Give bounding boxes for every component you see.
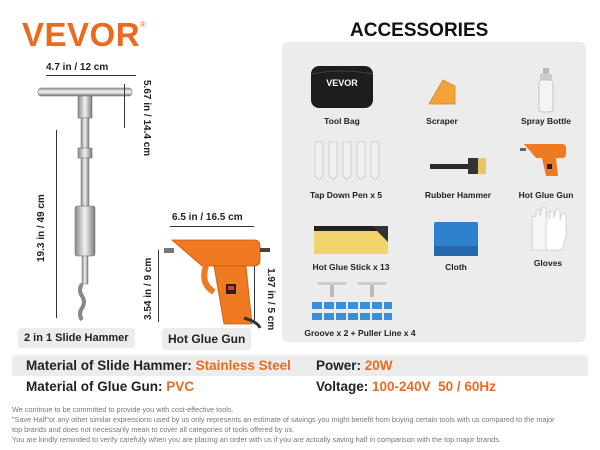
glue-gun-label: Hot Glue Gun	[162, 328, 252, 350]
brand-logo: VEVOR®	[22, 16, 146, 54]
spec-voltage: Voltage: 100-240V 50 / 60Hz	[316, 379, 496, 394]
spec-power-value: 20W	[364, 358, 393, 373]
accessory-scraper: Scraper	[412, 58, 472, 126]
accessory-gloves: Gloves	[510, 204, 586, 270]
slide-hammer-image	[37, 87, 133, 322]
gloves-icon	[531, 206, 567, 251]
spec-hammer-material-key: Material of Slide Hammer:	[26, 358, 192, 373]
spec-hammer-material: Material of Slide Hammer: Stainless Stee…	[26, 358, 291, 373]
gun-nozzle-dimension: 1.97 in / 5 cm	[265, 268, 276, 331]
glue-gun-icon	[520, 144, 566, 176]
spec-gun-material: Material of Glue Gun: PVC	[26, 379, 194, 394]
hammer-handle-line	[124, 84, 125, 128]
glue-stick-label: Hot Glue Stick x 13	[312, 262, 390, 272]
disclaimer-line-4: You are kindly reminded to verify carefu…	[12, 435, 501, 444]
accessory-tap-down-pen: Tap Down Pen x 5	[296, 134, 396, 202]
spec-row-2: Material of Glue Gun: PVC Voltage: 100-2…	[12, 376, 588, 398]
disclaimer-line-1: We continue to be committed to provide y…	[12, 405, 234, 414]
accessory-spray-bottle: Spray Bottle	[510, 58, 582, 126]
accessory-puller-tabs: Groove x 2 + Puller Line x 4	[296, 276, 426, 338]
tool-bag-icon	[310, 66, 374, 108]
gun-nozzle-line	[254, 266, 255, 324]
hammer-length-line	[56, 130, 57, 318]
registered-mark: ®	[140, 20, 147, 29]
scraper-icon	[428, 79, 456, 105]
disclaimer-line-2: "Save Half"or any other similar expressi…	[12, 415, 555, 424]
accessory-tool-bag: VEVOR Tool Bag	[296, 58, 388, 126]
puller-tab-icon	[312, 282, 392, 320]
accessory-rubber-hammer: Rubber Hammer	[410, 134, 506, 202]
tool-bag-brand: VEVOR	[326, 78, 358, 88]
slide-hammer-label: 2 in 1 Slide Hammer	[18, 328, 135, 348]
tap-down-pen-icon	[314, 141, 380, 181]
brand-name: VEVOR	[22, 16, 141, 53]
spray-bottle-label: Spray Bottle	[520, 116, 572, 126]
spec-power: Power: 20W	[316, 358, 393, 373]
gun-height-line	[158, 250, 159, 322]
accessories-title: ACCESSORIES	[350, 20, 489, 41]
spec-power-key: Power:	[316, 358, 362, 373]
spray-bottle-icon	[538, 68, 554, 113]
rubber-hammer-icon	[430, 158, 486, 174]
hammer-handle-dimension: 5.67 in / 14.4 cm	[141, 80, 152, 157]
spec-row-1: Material of Slide Hammer: Stainless Stee…	[12, 355, 588, 377]
gun-height-dimension: 3.54 in / 9 cm	[143, 257, 154, 320]
accessory-hot-glue-gun: Hot Glue Gun	[510, 134, 582, 202]
scraper-label: Scraper	[426, 116, 458, 126]
glue-stick-icon	[314, 226, 388, 254]
spec-voltage-key: Voltage:	[316, 379, 369, 394]
hammer-length-dimension: 19.3 in / 49 cm	[36, 194, 47, 262]
tap-down-pen-label: Tap Down Pen x 5	[309, 190, 383, 200]
hot-glue-gun-label: Hot Glue Gun	[518, 190, 574, 200]
accessory-cloth: Cloth	[420, 212, 492, 274]
spec-gun-material-value: PVC	[166, 379, 195, 394]
spec-hammer-material-value: Stainless Steel	[195, 358, 291, 373]
gun-width-dimension: 6.5 in / 16.5 cm	[172, 212, 243, 223]
hammer-width-line	[46, 75, 136, 76]
tool-bag-label: Tool Bag	[324, 116, 360, 126]
hammer-width-dimension: 4.7 in / 12 cm	[46, 62, 109, 73]
gloves-label: Gloves	[533, 258, 563, 268]
spec-voltage-value: 100-240V 50 / 60Hz	[372, 379, 496, 394]
accessory-glue-stick: Hot Glue Stick x 13	[296, 212, 406, 274]
cloth-label: Cloth	[445, 262, 467, 272]
puller-tabs-label: Groove x 2 + Puller Line x 4	[304, 328, 416, 338]
cloth-icon	[434, 222, 478, 256]
rubber-hammer-label: Rubber Hammer	[424, 190, 492, 200]
hot-glue-gun-image	[164, 239, 270, 329]
gun-width-line	[170, 226, 254, 227]
disclaimer-line-3: top brands and does not necessarily mean…	[12, 425, 295, 434]
spec-gun-material-key: Material of Glue Gun:	[26, 379, 163, 394]
